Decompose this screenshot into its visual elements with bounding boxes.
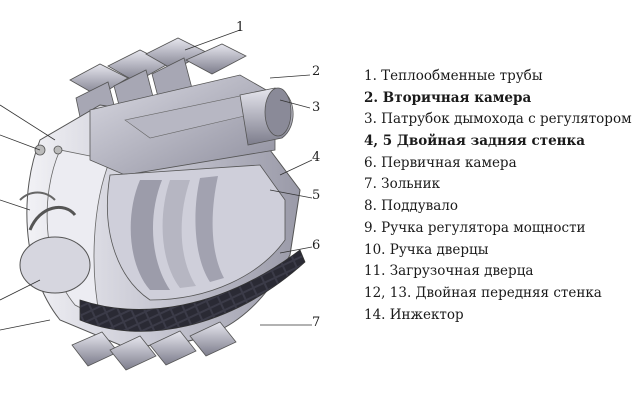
legend-item: 4, 5 Двойная задняя стенка: [364, 133, 586, 150]
left-leader-lines: [0, 104, 56, 331]
ash-pan-section: [79, 249, 306, 332]
legend-item: 1. Теплообменные трубы: [364, 68, 543, 84]
legend-item: 7. Зольник: [364, 176, 441, 193]
callout-number-2: 2: [312, 64, 320, 79]
legend-item: 10. Ручка дверцы: [364, 241, 489, 258]
legend-item: 6. Первичная камера: [364, 154, 517, 171]
legend-item: 11. Загрузочная дверца: [364, 263, 534, 280]
stove-diagram: 1 2 3 4 5 6 7 1. Теплообменные трубы 2. …: [0, 20, 632, 371]
secondary-chamber: [89, 74, 276, 176]
flue-pipe: [239, 87, 294, 146]
callout-numbers: 1 2 3 4 5 6 7: [236, 20, 320, 330]
callout-leaders: [184, 29, 313, 326]
legend-item: 3. Патрубок дымохода с регулятором: [364, 111, 632, 128]
stove-cutaway-illustration: 1 2 3 4 5 6 7: [0, 20, 320, 371]
loading-door: [19, 206, 91, 294]
callout-number-7: 7: [312, 315, 320, 330]
legend-item: 8. Поддувало: [364, 198, 458, 215]
callout-number-3: 3: [312, 100, 320, 115]
legend-item: 9. Ручка регулятора мощности: [364, 219, 586, 236]
legend-item: 14. Инжектор: [364, 306, 464, 323]
bottom-tubes: [71, 321, 237, 371]
callout-number-1: 1: [236, 20, 244, 35]
primary-chamber: [107, 164, 286, 301]
callout-number-4: 4: [312, 150, 320, 165]
callout-number-6: 6: [312, 238, 320, 253]
legend-item: 2. Вторичная камера: [364, 89, 532, 106]
legend: 1. Теплообменные трубы 2. Вторичная каме…: [364, 66, 632, 326]
legend-item: 12, 13. Двойная передняя стенка: [364, 284, 602, 301]
callout-number-5: 5: [312, 188, 320, 203]
